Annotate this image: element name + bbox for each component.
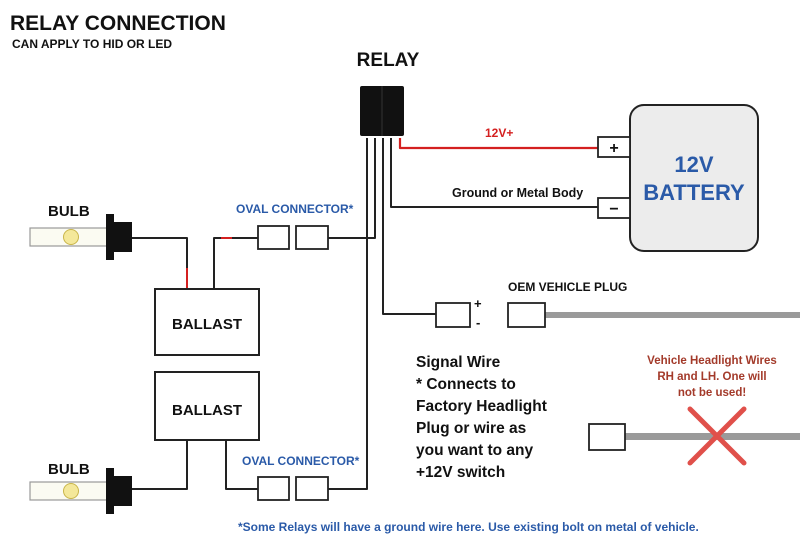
oem-plug-cable [545, 312, 800, 318]
ballast-bottom: BALLAST [154, 371, 260, 441]
relay: RELAY [357, 50, 420, 136]
bulb-bottom: BULB [29, 461, 132, 514]
oval-connector-bottom-half-b [295, 476, 329, 501]
wire-bulb-top-ballast [132, 237, 188, 289]
wire-ground [390, 138, 598, 208]
signal-note-line-2: * Connects to [416, 376, 516, 393]
ballast-bottom-box [154, 371, 260, 441]
signal-note-line-4: Plug or wire as [416, 420, 526, 437]
battery-minus-symbol: − [609, 201, 618, 218]
signal-connector: + - [435, 296, 482, 330]
signal-minus-label: - [476, 315, 480, 330]
headlight-note-line-2: RH and LH. One will [657, 371, 766, 383]
bulb-top: BULB [29, 203, 132, 260]
oval-connector-bottom-half-a [257, 476, 290, 501]
oval-connector-top-label: OVAL CONNECTOR* [236, 202, 354, 216]
wire-12v-positive [398, 138, 598, 150]
oval-connector-top-half-b [295, 225, 329, 250]
headlight-plug-box [588, 423, 626, 451]
ballast-top: BALLAST [154, 288, 260, 356]
wire-ballast-oval-bottom [225, 440, 258, 490]
wire-oval-top-ballast [213, 237, 258, 289]
signal-plus-label: + [474, 296, 482, 311]
relay-label: RELAY [357, 50, 420, 71]
ballast-bottom-label: BALLAST [172, 402, 242, 419]
ground-label: Ground or Metal Body [452, 186, 583, 200]
signal-note-line-5: you want to any [416, 442, 534, 459]
signal-note-line-6: +12V switch [416, 464, 505, 481]
battery: + − 12V BATTERY [597, 104, 759, 252]
footnote: *Some Relays will have a ground wire her… [238, 520, 699, 534]
bulb-bottom-base-flange [106, 468, 114, 514]
bulb-bottom-filament [63, 483, 79, 499]
battery-negative-terminal [597, 197, 631, 219]
battery-label: BATTERY [643, 180, 745, 205]
headlight-note-line-1: Vehicle Headlight Wires [647, 355, 777, 367]
battery-plus-symbol: + [609, 140, 618, 157]
oem-plug-label: OEM VEHICLE PLUG [508, 280, 627, 294]
signal-wire-note: Signal Wire * Connects to Factory Headli… [416, 354, 547, 481]
oem-vehicle-plug: OEM VEHICLE PLUG [507, 280, 800, 328]
wire-12v-label: 12V+ [485, 126, 513, 140]
oval-connector-top-half-a [257, 225, 290, 250]
bulb-top-base [114, 222, 132, 252]
bulb-top-base-flange [106, 214, 114, 260]
wire-relay-oval-top [328, 138, 376, 239]
not-used-x-mark-b [687, 406, 747, 466]
wires [132, 138, 598, 490]
oval-connector-bottom: OVAL CONNECTOR* [242, 454, 360, 501]
signal-note-line-3: Factory Headlight [416, 398, 547, 415]
vehicle-headlight-plug [588, 406, 800, 466]
diagram-title: RELAY CONNECTION [10, 12, 226, 35]
headlight-note-line-3: not be used! [678, 387, 746, 399]
oem-plug-box [507, 302, 546, 328]
bulb-bottom-label: BULB [48, 461, 90, 478]
bulb-bottom-base [114, 476, 132, 506]
ballast-top-box [154, 288, 260, 356]
battery-voltage: 12V [674, 152, 713, 177]
headlight-plug-cable [625, 433, 800, 440]
signal-connector-box [435, 302, 471, 328]
diagram-subtitle: CAN APPLY TO HID OR LED [12, 37, 172, 51]
signal-note-line-1: Signal Wire [416, 354, 501, 371]
ballast-top-label: BALLAST [172, 316, 242, 333]
wire-ballast-bulb-bottom [132, 440, 188, 490]
battery-body [629, 104, 759, 252]
battery-positive-terminal [597, 136, 631, 158]
wire-relay-oval-bottom [328, 138, 368, 490]
oval-connector-top: OVAL CONNECTOR* [236, 202, 354, 250]
oval-connector-bottom-label: OVAL CONNECTOR* [242, 454, 360, 468]
bulb-top-filament [63, 229, 79, 245]
wire-signal [382, 138, 436, 315]
headlight-wires-note: Vehicle Headlight Wires RH and LH. One w… [647, 355, 777, 399]
bulb-top-label: BULB [48, 203, 90, 220]
